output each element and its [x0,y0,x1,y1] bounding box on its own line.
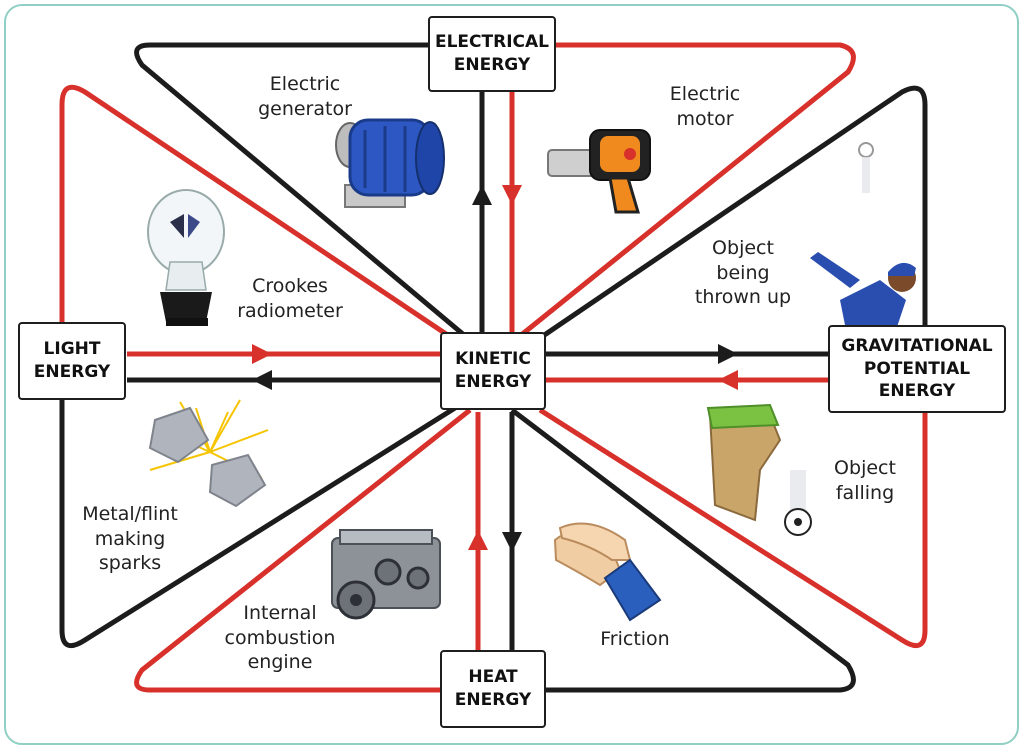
label-electric-generator: Electric generator [258,73,352,120]
label-internal-combustion-engine: Internal combustion engine [224,602,336,674]
loop-heat-engine [134,408,472,693]
loop-light-sparks [59,400,457,649]
loop-heat-friction [510,408,856,693]
arrowhead [472,185,492,205]
baseball-pitcher-icon [810,142,916,330]
arrowhead [502,185,522,205]
label-crookes-radiometer: Crookes radiometer [237,275,343,322]
label-object-thrown-up: Object being thrown up [694,237,792,309]
arrowhead [502,532,522,552]
loop-light-radiometer [59,84,457,343]
generator-icon [335,118,445,208]
arrowhead [468,530,488,550]
flint-sparks-icon [148,399,269,508]
arrowhead [718,344,738,364]
rubbing-hands-icon [553,522,662,622]
radiometer-bulb-icon [147,189,225,326]
node-light-energy: LIGHT ENERGY [18,322,126,400]
node-heat-energy: HEAT ENERGY [440,650,546,728]
loop-electrical-light [134,42,472,342]
loop-electrical-motor [513,42,856,342]
node-gravitational-potential-energy: GRAVITATIONAL POTENTIAL ENERGY [828,325,1006,413]
drill-icon [547,129,651,214]
arrowhead [252,344,272,364]
diagram-frame [4,4,1019,745]
loop-grav-falling [538,407,928,649]
label-electric-motor: Electric motor [669,83,741,130]
cliff-falling-ball-icon [706,403,812,536]
node-kinetic-energy: KINETIC ENERGY [440,332,546,410]
arrowhead [252,370,272,390]
loop-grav-thrown [538,85,928,341]
label-object-falling: Object falling [834,457,896,504]
label-metal-flint-sparks: Metal/flint making sparks [82,503,178,575]
engine-icon [331,529,441,620]
node-electrical-energy: ELECTRICAL ENERGY [428,16,556,92]
arrowhead [718,370,738,390]
label-friction: Friction [600,628,670,650]
